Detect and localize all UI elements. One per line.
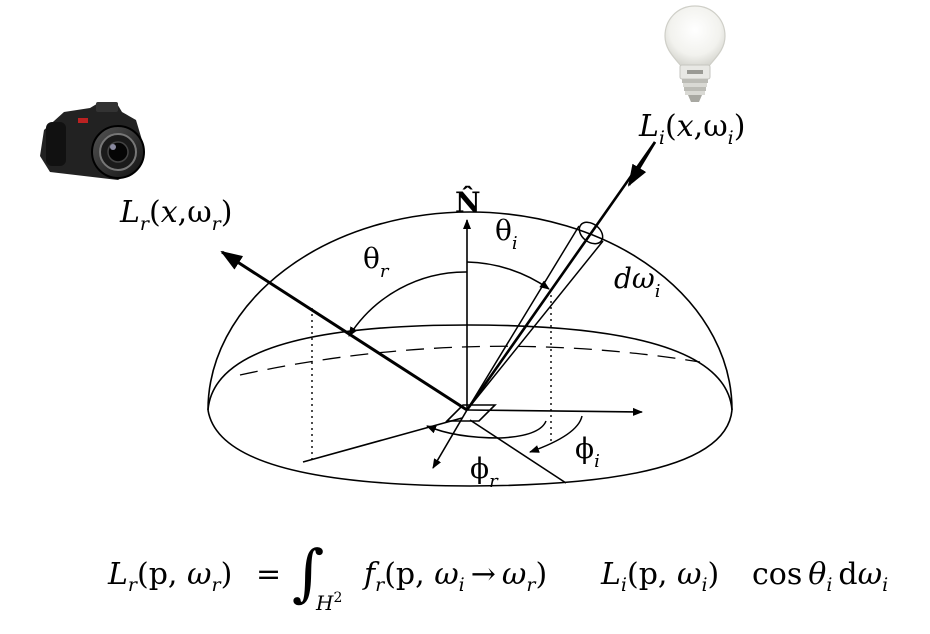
theta-i-arc xyxy=(466,261,550,290)
phi-i-label: ϕi xyxy=(575,432,600,472)
ground-radius-left xyxy=(302,417,463,463)
projection-lines xyxy=(311,295,552,462)
surface-patch xyxy=(445,404,497,422)
theta-r-label: θr xyxy=(363,242,390,282)
d-omega-label: dωi xyxy=(614,262,661,302)
equation-incident: Li(p, ωi) xyxy=(600,557,719,596)
tangent-axis-y xyxy=(432,409,468,469)
phi-i-arc xyxy=(529,415,583,453)
incident-ray-arrow xyxy=(627,141,657,187)
integral-domain: H2 xyxy=(315,590,342,615)
incident-radiance-label: Li(x,ωi) xyxy=(638,109,745,149)
equation-equals: = xyxy=(256,557,281,592)
light-bulb-icon xyxy=(664,5,726,102)
hemisphere xyxy=(207,211,733,487)
incident-ray xyxy=(465,141,657,411)
ground-radius-right xyxy=(469,419,567,484)
phi-r-arc xyxy=(426,420,547,439)
camera-icon xyxy=(40,102,145,180)
equation-brdf: fr(p, ωi→ωr) xyxy=(362,557,547,596)
normal-label: N̂ xyxy=(455,186,481,219)
hemisphere-base-front xyxy=(207,409,733,487)
tangent-axis-x xyxy=(466,407,643,416)
rendering-equation: Lr(p, ωr) = ∫ H2 fr(p, ωi→ωr) Li(p, ωi) … xyxy=(107,536,888,615)
hemisphere-dome xyxy=(207,211,733,411)
reflected-ray xyxy=(220,250,468,412)
reflected-radiance-label: Lr(x,ωr) xyxy=(119,195,232,235)
integral-sign: ∫ xyxy=(292,536,324,609)
theta-r-arc xyxy=(348,271,468,337)
equation-lhs: Lr(p, ωr) xyxy=(107,557,232,596)
hemisphere-base-back xyxy=(207,324,733,411)
equator-dashed xyxy=(239,345,701,376)
phi-r-label: ϕr xyxy=(470,452,499,492)
theta-i-label: θi xyxy=(495,214,518,254)
